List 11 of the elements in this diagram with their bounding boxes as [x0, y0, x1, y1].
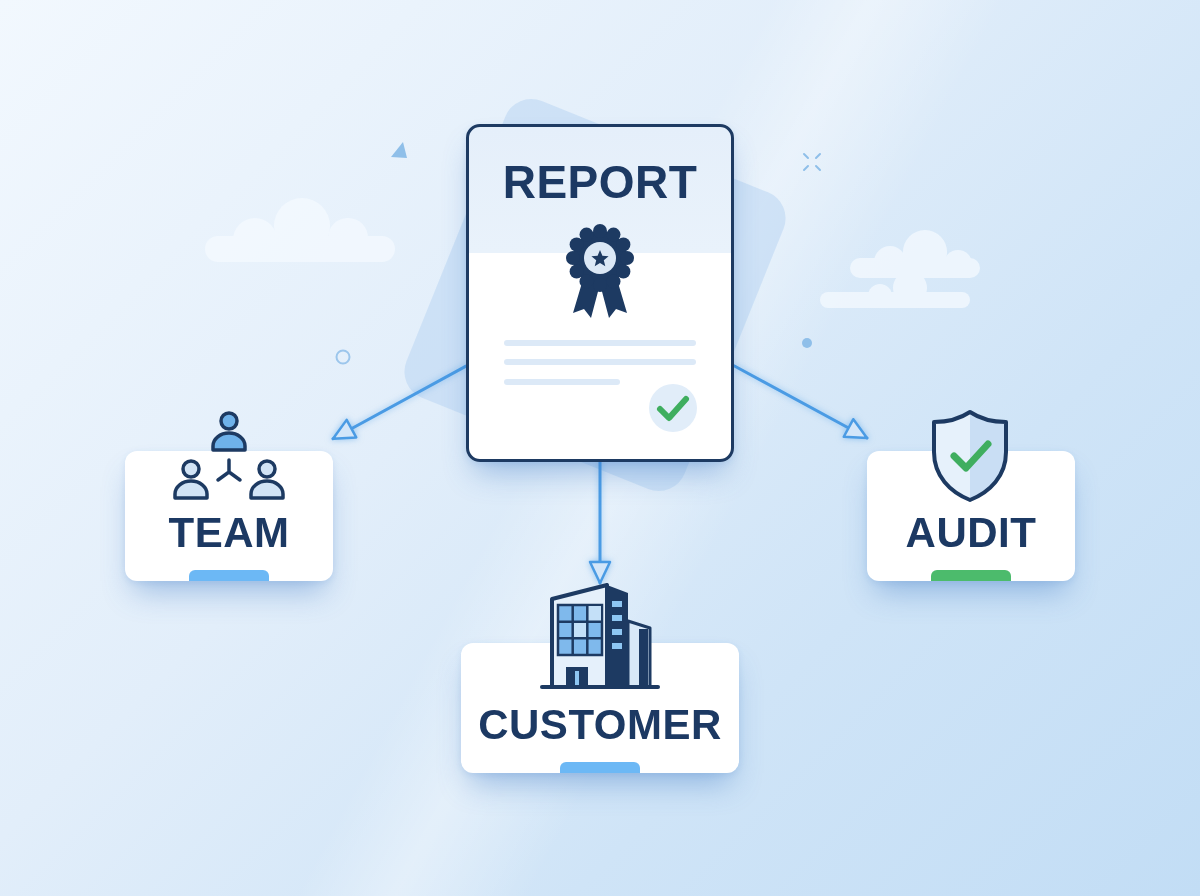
- arrow: [331, 364, 468, 441]
- info-card: [125, 410, 333, 581]
- card-title: REPORT: [502, 156, 698, 208]
- info-card: [867, 408, 1075, 581]
- info-card: [461, 583, 739, 773]
- card-title: AUDIT: [905, 509, 1037, 557]
- document-card: [466, 124, 734, 462]
- card-title: TEAM: [168, 509, 290, 557]
- card-title: CUSTOMER: [478, 701, 722, 749]
- arrow: [732, 364, 869, 440]
- arrow: [588, 460, 612, 585]
